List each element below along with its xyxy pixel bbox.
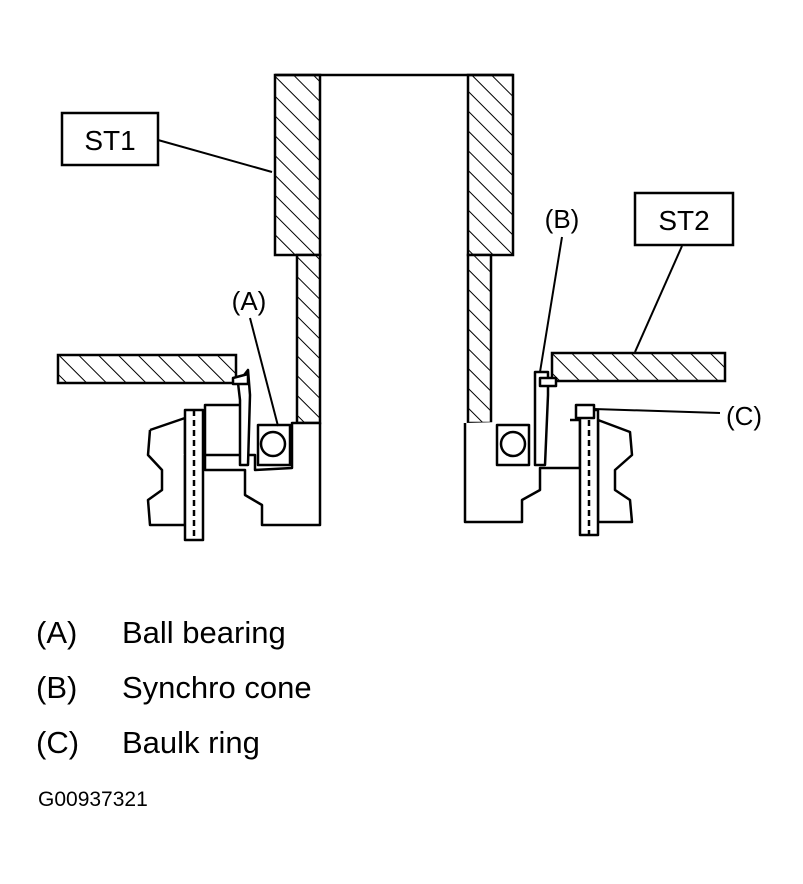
st2-callout-box [633, 191, 735, 247]
callout-b: (B) [545, 204, 580, 234]
legend-text: Baulk ring [122, 725, 260, 760]
st2-plate [56, 351, 727, 385]
legend-text: Ball bearing [122, 615, 286, 650]
legend-key: (B) [36, 670, 78, 705]
leader-lines [157, 139, 721, 427]
callout-c: (C) [726, 401, 762, 431]
legend-row-b: (B) Synchro cone [36, 668, 312, 708]
figure-id: G00937321 [38, 788, 148, 811]
legend-row-a: (A) Ball bearing [36, 613, 286, 653]
legend-row-c: (C) Baulk ring [36, 723, 260, 763]
legend-text: Synchro cone [122, 670, 312, 705]
left-gear-assembly [146, 368, 322, 542]
legend-key: (C) [36, 725, 80, 760]
st1-callout-box [60, 111, 160, 167]
st1-tool [273, 73, 515, 425]
right-gear-assembly [463, 370, 634, 537]
callout-a: (A) [232, 286, 267, 316]
legend-key: (A) [36, 615, 78, 650]
press-fit-diagram: ST1 ST2 (A) (B) (C) [56, 73, 762, 542]
st2-callout: ST2 [658, 205, 709, 236]
st1-callout: ST1 [84, 125, 135, 156]
